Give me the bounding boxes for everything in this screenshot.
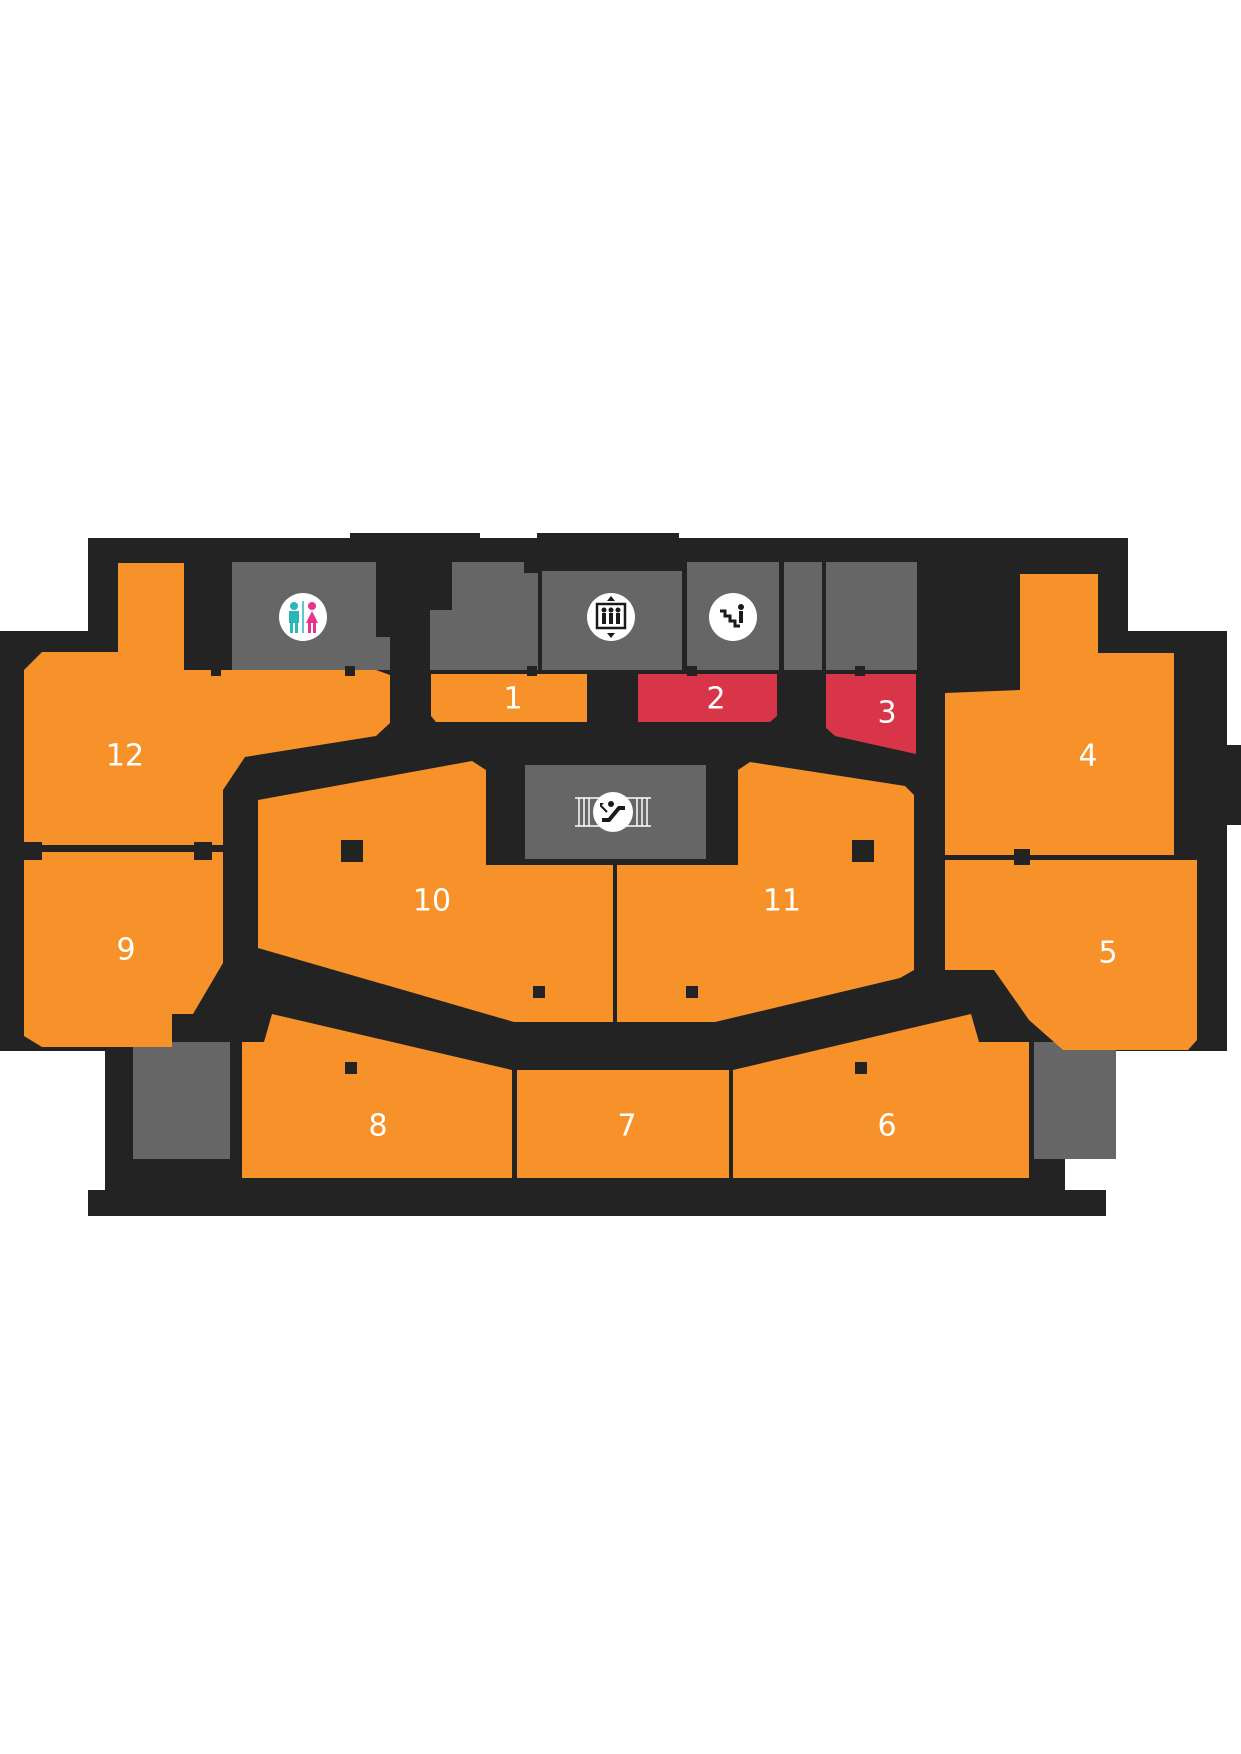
store-10-label: 10: [413, 884, 451, 919]
store-12[interactable]: [24, 563, 390, 845]
elevator-icon[interactable]: [587, 593, 635, 641]
service-area-left-block: [430, 562, 538, 670]
store-labels: 1 2 3 4 5 6 7 8 9 10 11 12: [106, 682, 1118, 1144]
store-3-label: 3: [877, 696, 896, 731]
store-4-label: 4: [1078, 739, 1097, 774]
store-10[interactable]: [258, 761, 613, 1022]
restroom-area-step: [372, 637, 390, 670]
service-area-bottom-left: [133, 1042, 230, 1159]
stairs-icon[interactable]: [709, 593, 757, 641]
service-area-bottom-right: [1034, 1042, 1116, 1159]
store-5-label: 5: [1098, 936, 1117, 971]
store-12-label: 12: [106, 739, 144, 774]
store-2[interactable]: [638, 674, 777, 722]
store-8[interactable]: [242, 1014, 512, 1178]
store-8-label: 8: [368, 1109, 387, 1144]
service-area-right: [826, 562, 917, 670]
store-7[interactable]: [517, 1070, 729, 1178]
stores: [24, 563, 1197, 1178]
store-9-label: 9: [116, 933, 135, 968]
store-5[interactable]: [945, 860, 1197, 1050]
service-area-narrow: [784, 562, 822, 670]
store-3[interactable]: [826, 674, 916, 754]
store-6-label: 6: [877, 1109, 896, 1144]
store-2-label: 2: [706, 682, 725, 717]
store-11-label: 11: [763, 884, 801, 919]
escalator-icon[interactable]: [575, 792, 651, 832]
store-1-label: 1: [503, 682, 522, 717]
store-9[interactable]: [24, 852, 223, 1047]
store-7-label: 7: [617, 1109, 636, 1144]
store-4[interactable]: [945, 574, 1174, 855]
restroom-icon[interactable]: [279, 593, 327, 641]
map-details: [24, 666, 1197, 1178]
store-11[interactable]: [617, 762, 914, 1022]
store-1[interactable]: [431, 674, 587, 722]
service-areas: [133, 562, 1116, 1159]
store-6[interactable]: [733, 1014, 1029, 1178]
